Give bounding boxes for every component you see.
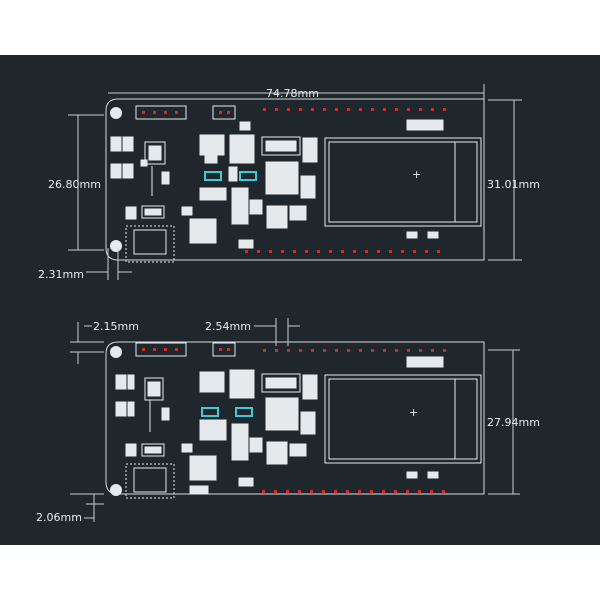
usb-connector-b [125, 463, 175, 499]
usb-port-b [133, 467, 167, 493]
display-outline [324, 137, 482, 227]
smd-components [110, 119, 444, 249]
usb-connector [125, 225, 175, 263]
bottom-pitch-label: 2.54mm [205, 320, 251, 333]
bottom-pin-row-b [262, 490, 445, 493]
display-center-mark: + [412, 168, 421, 181]
header-4pin-pads [142, 111, 178, 114]
header-2pin-pads [219, 111, 230, 114]
crystal-1-b [201, 407, 219, 417]
bottom-right-height-label: 27.94mm [487, 416, 540, 429]
top-width-label: 74.78mm [266, 87, 319, 100]
display-flex [454, 141, 478, 223]
header-2pin-pads-b [219, 348, 230, 351]
mount-hole-top-b [110, 346, 122, 358]
top-pin-row [263, 108, 446, 111]
header-2pin [212, 105, 236, 120]
display-outline-b [324, 374, 482, 464]
smd-components-b [115, 356, 444, 495]
crystal-1 [204, 171, 222, 181]
bottom-pin-row [245, 250, 440, 253]
crystal-2-b [235, 407, 253, 417]
header-4pin [135, 105, 187, 120]
top-view: + 74.78mm 26.80mm 31.01mm 2.31mm [38, 84, 540, 281]
header-4pin-b [135, 342, 187, 357]
display-center-mark-b: + [409, 406, 418, 419]
top-pin-row-b [263, 349, 446, 352]
mount-hole-bottom [110, 240, 122, 252]
dim-lines-bottom [70, 318, 520, 522]
bottom-view: + 2.15mm 2.54mm 27.94mm 2.06mm [36, 318, 540, 524]
bottom-offset-label: 2.06mm [36, 511, 82, 524]
dim-lines-top [68, 84, 522, 280]
usb-port [133, 229, 167, 255]
crystal-2 [239, 171, 257, 181]
drawing-background [0, 55, 600, 545]
top-right-height-label: 31.01mm [487, 178, 540, 191]
mount-hole-bottom-b [110, 484, 122, 496]
mount-hole-top [110, 107, 122, 119]
bottom-top-offset-label: 2.15mm [93, 320, 139, 333]
display-flex-b [454, 378, 478, 460]
top-hole-offset-label: 2.31mm [38, 268, 84, 281]
top-left-height-label: 26.80mm [48, 178, 101, 191]
header-2pin-b [212, 342, 236, 357]
header-4pin-pads-b [142, 348, 178, 351]
